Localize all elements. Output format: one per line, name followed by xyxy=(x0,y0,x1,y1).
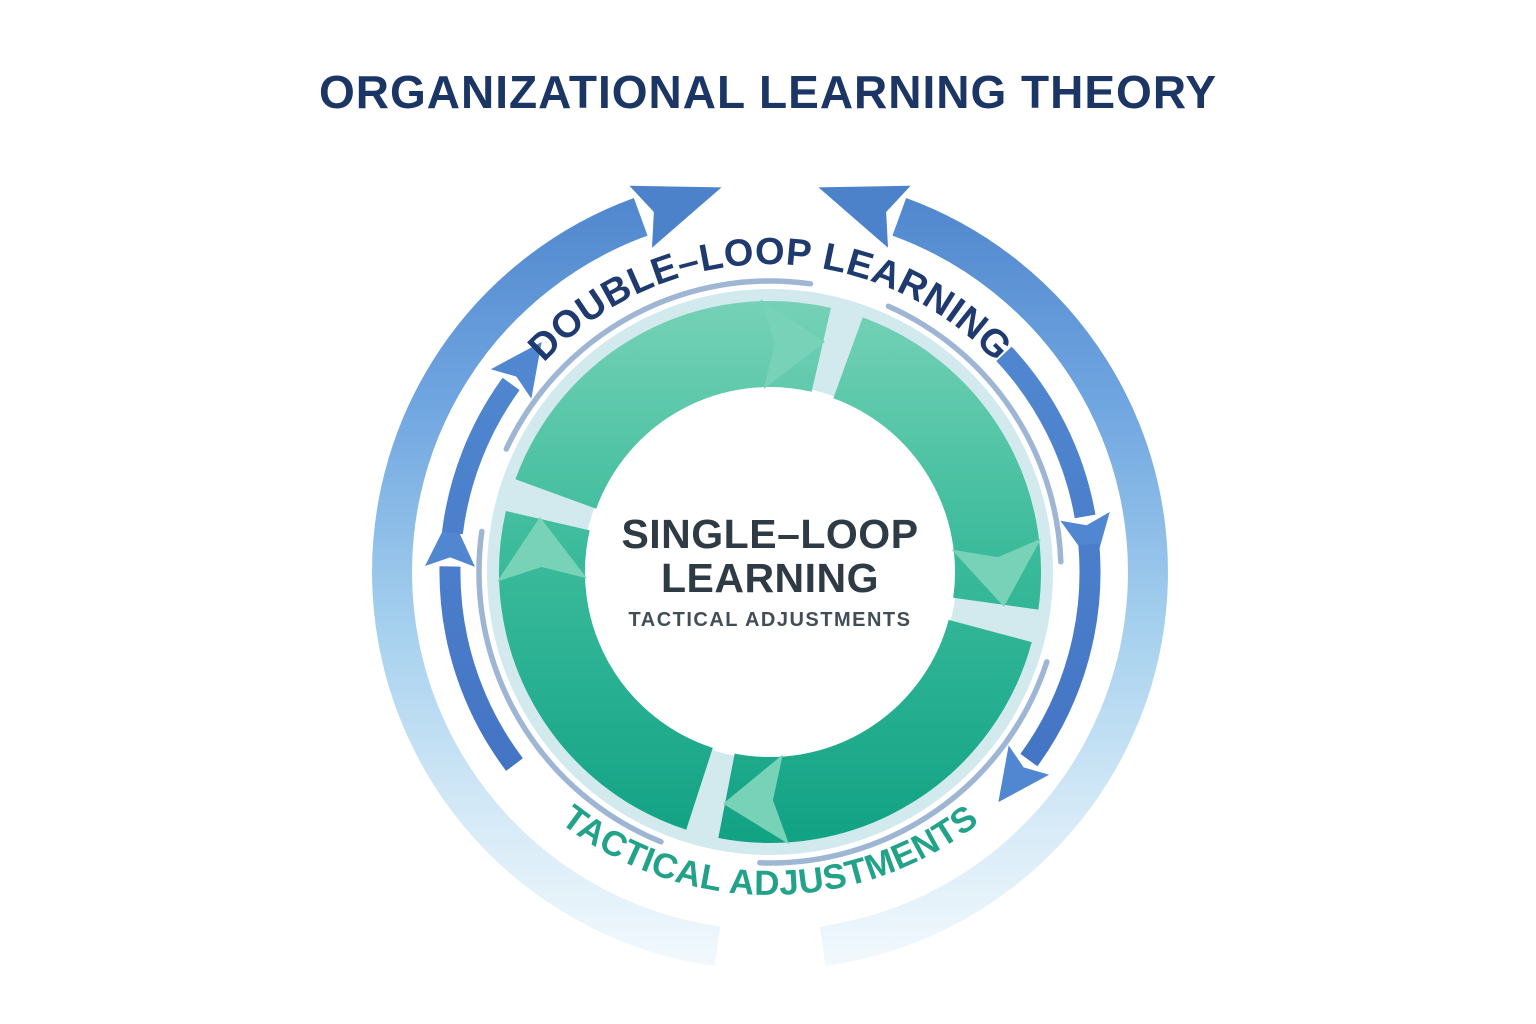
inner-ring-arc-bottom-right xyxy=(718,619,1032,843)
accent-arc-upper-right xyxy=(885,303,1064,565)
inner-loop-title-line1: SINGLE–LOOP xyxy=(621,511,918,557)
inner-loop-arrowhead-top-icon xyxy=(760,299,825,390)
accent-arc-upper-left xyxy=(503,278,814,452)
inner-loop-subtitle: TACTICAL ADJUSTMENTS xyxy=(629,609,912,631)
inner-loop-arrowhead-left-icon xyxy=(497,517,588,582)
inner-ring-arc-bottom-left xyxy=(498,511,714,830)
feedback-arrowhead-upper-left-icon xyxy=(490,341,542,399)
outer-ring-right-arc xyxy=(819,198,1168,967)
accent-arc-lower-right xyxy=(757,659,1050,866)
outer-loop-ring xyxy=(372,185,1168,967)
feedback-arrowhead-lower-left-icon xyxy=(425,514,475,567)
feedback-arrow-upper-right xyxy=(996,346,1096,519)
outer-loop-arrowhead-left-icon xyxy=(629,185,722,248)
inner-loop-arrowhead-bottom-icon xyxy=(723,754,790,845)
inner-loop-title-line2: LEARNING xyxy=(661,555,879,601)
feedback-arrow-upper-left xyxy=(441,377,520,535)
feedback-arrow-lower-left xyxy=(439,566,523,771)
feedback-arrows xyxy=(425,341,1110,803)
inner-ring-arc-top-left xyxy=(515,300,831,510)
inner-ring-accent-arcs xyxy=(476,278,1064,866)
accent-arc-lower-left xyxy=(476,528,664,845)
feedback-arrow-lower-right xyxy=(1020,543,1101,767)
feedback-arrowhead-lower-right-icon xyxy=(998,745,1050,803)
inner-loop-arrowhead-right-icon xyxy=(951,538,1041,607)
outer-ring-left-arc xyxy=(372,198,721,967)
diagram-title: ORGANIZATIONAL LEARNING THEORY xyxy=(319,66,1217,118)
inner-loop-ring xyxy=(487,289,1053,855)
inner-loop-center-text: SINGLE–LOOP LEARNING TACTICAL ADJUSTMENT… xyxy=(621,511,918,631)
outer-loop-arrowhead-right-icon xyxy=(818,185,911,248)
